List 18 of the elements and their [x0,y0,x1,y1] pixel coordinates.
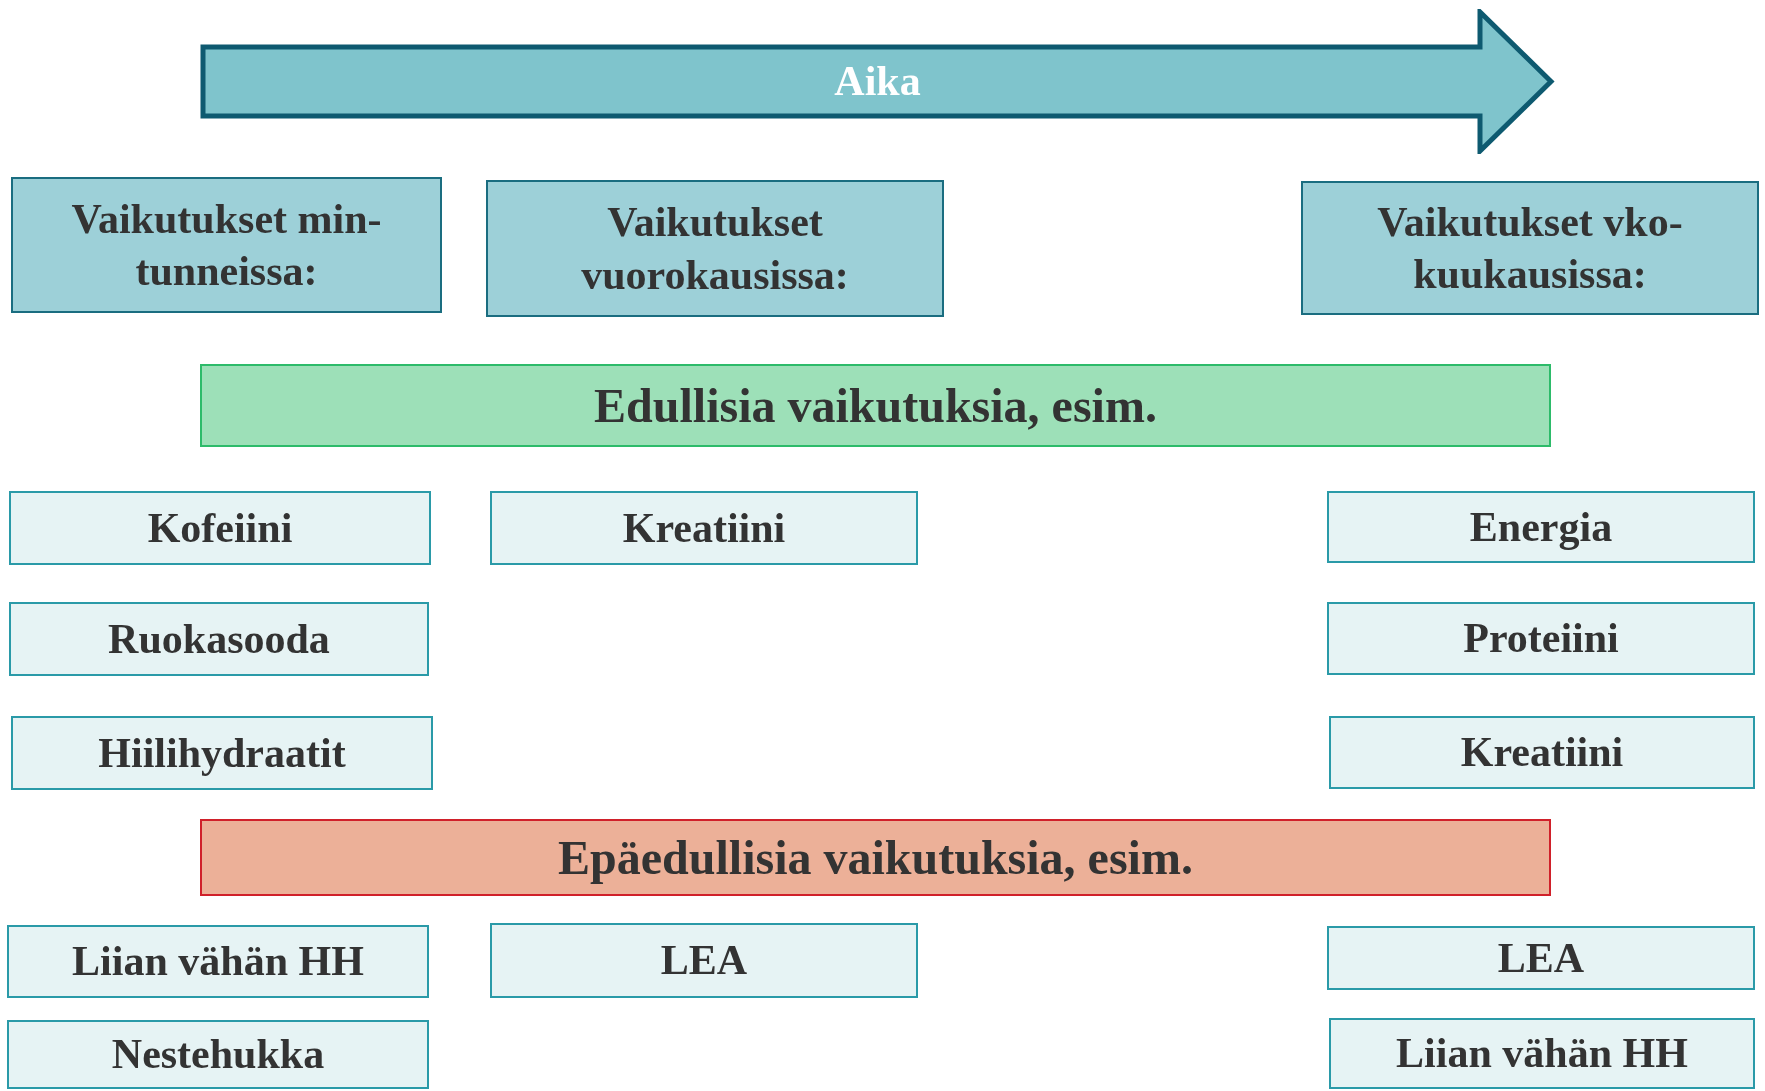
drawback-band: Epäedullisia vaikutuksia, esim. [200,819,1551,896]
example-box: LEA [490,923,918,998]
example-box: LEA [1327,926,1755,990]
example-box: Liian vähän HH [7,925,429,998]
heading-box: Vaikutukset min-tunneissa: [11,177,442,313]
example-box: Kreatiini [1329,716,1755,789]
example-box: Nestehukka [7,1020,429,1089]
benefit-band: Edullisia vaikutuksia, esim. [200,364,1551,447]
example-box: Liian vähän HH [1329,1018,1755,1089]
example-box: Hiilihydraatit [11,716,433,790]
heading-box: Vaikutukset vko-kuukausissa: [1301,181,1759,315]
heading-box: Vaikutukset vuorokausissa: [486,180,944,317]
example-box: Ruokasooda [9,602,429,676]
arrow-label: Aika [833,57,922,106]
example-box: Kreatiini [490,491,918,565]
example-box: Proteiini [1327,602,1755,675]
example-box: Energia [1327,491,1755,563]
example-box: Kofeiini [9,491,431,565]
